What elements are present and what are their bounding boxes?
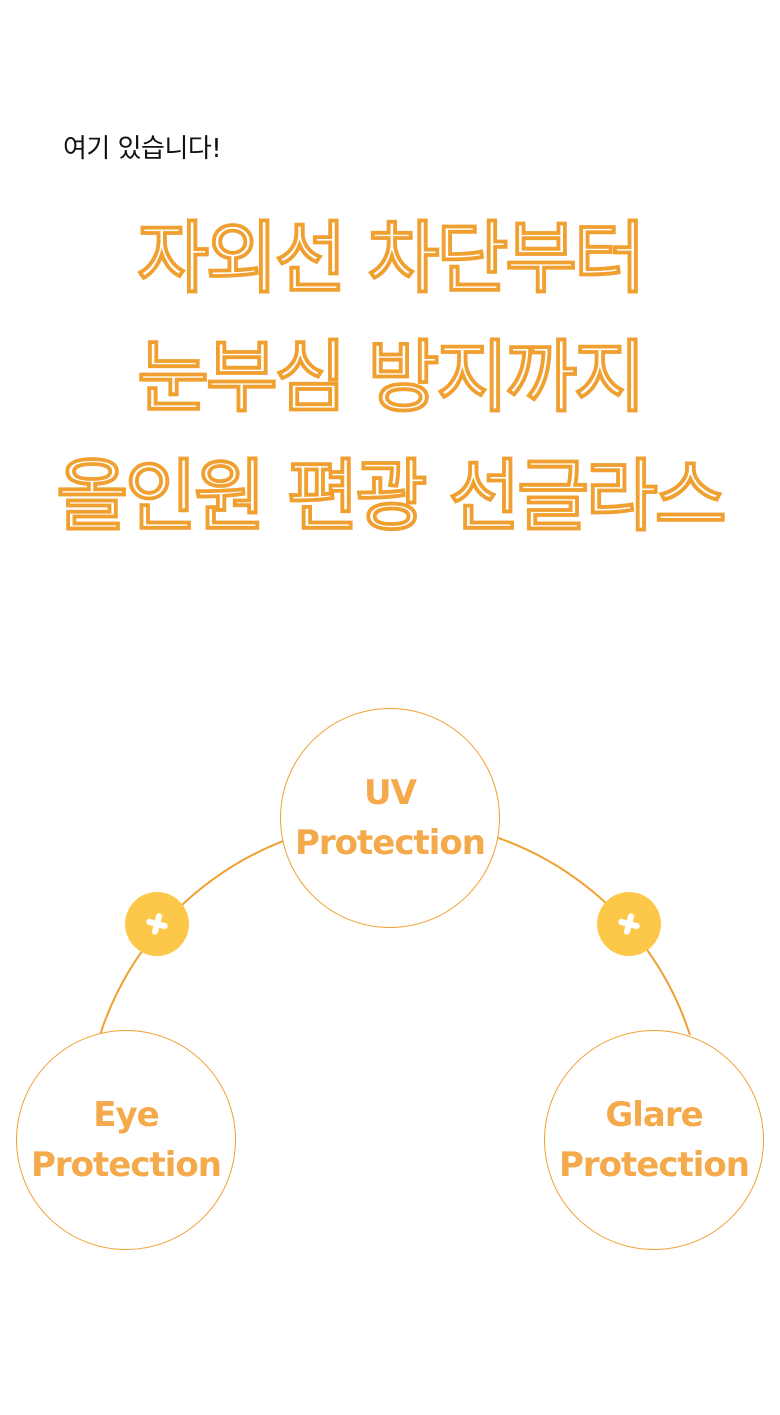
feature-diagram: UV Protection Eye Protection Glare Prote… (0, 690, 780, 1290)
feature-eye-title: Eye (93, 1095, 159, 1135)
feature-eye-subtitle: Protection (31, 1145, 222, 1185)
feature-uv-protection: UV Protection (280, 708, 500, 928)
feature-glare-subtitle: Protection (559, 1145, 750, 1185)
feature-glare-title: Glare (605, 1095, 703, 1135)
feature-glare-protection: Glare Protection (544, 1030, 764, 1250)
feature-uv-subtitle: Protection (295, 823, 486, 863)
plus-icon (125, 892, 189, 956)
intro-text: 여기 있습니다! (63, 134, 222, 164)
headline-line-3: 올인원 편광 선글라스 (56, 451, 728, 542)
headline: 자외선 차단부터 눈부심 방지까지 올인원 편광 선글라스 (0, 200, 780, 557)
plus-icon (597, 892, 661, 956)
headline-line-1: 자외선 차단부터 (137, 213, 647, 304)
headline-line-2: 눈부심 방지까지 (137, 332, 647, 423)
feature-eye-protection: Eye Protection (16, 1030, 236, 1250)
feature-uv-title: UV (364, 773, 417, 813)
